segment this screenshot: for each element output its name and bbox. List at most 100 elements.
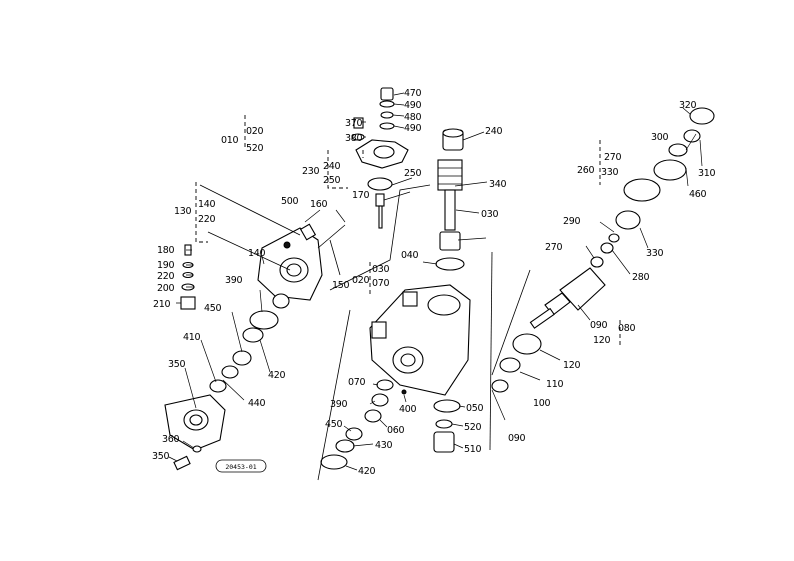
callout-110: 110 bbox=[546, 379, 563, 390]
callout-140-b: 140 bbox=[248, 248, 265, 259]
part-300-ring bbox=[668, 143, 688, 157]
housing-mount bbox=[402, 291, 418, 307]
callout-030-b: 030 bbox=[372, 264, 389, 275]
part-140-hole bbox=[283, 241, 291, 249]
callout-170: 170 bbox=[352, 190, 369, 201]
housing-top-bore bbox=[427, 294, 461, 316]
top-bolt-stack bbox=[379, 87, 395, 130]
callout-270: 270 bbox=[604, 152, 621, 163]
housing-mount-left bbox=[371, 321, 387, 339]
cover-bore-inner bbox=[286, 263, 302, 277]
leader-lines bbox=[168, 92, 703, 471]
callout-150: 150 bbox=[332, 280, 349, 291]
part-390-disc bbox=[249, 310, 279, 330]
shaft-gear bbox=[437, 159, 463, 191]
callout-480: 480 bbox=[404, 112, 421, 123]
callout-310: 310 bbox=[698, 168, 715, 179]
callout-060: 060 bbox=[387, 425, 404, 436]
lower-left-flange bbox=[164, 394, 226, 471]
callout-430: 430 bbox=[375, 440, 392, 451]
part-480-nut bbox=[380, 111, 394, 119]
callout-220: 220 bbox=[198, 214, 215, 225]
callout-140: 140 bbox=[198, 199, 215, 210]
callout-180: 180 bbox=[157, 245, 174, 256]
callout-360: 360 bbox=[162, 434, 179, 445]
callout-160: 160 bbox=[310, 199, 327, 210]
part-060-ring bbox=[364, 409, 382, 423]
callout-080: 080 bbox=[618, 323, 635, 334]
part-450-washer bbox=[345, 427, 363, 441]
right-cap-stack bbox=[590, 107, 715, 268]
callout-320: 320 bbox=[679, 100, 696, 111]
callout-250-b: 250 bbox=[404, 168, 421, 179]
callout-050: 050 bbox=[466, 403, 483, 414]
part-090-ring bbox=[491, 379, 509, 393]
part-030-bearing bbox=[439, 231, 461, 251]
part-040-seal bbox=[435, 257, 465, 271]
callout-040: 040 bbox=[401, 250, 418, 261]
callout-280: 280 bbox=[632, 272, 649, 283]
cover-boss bbox=[373, 145, 395, 159]
shaft-240 bbox=[435, 128, 465, 271]
callout-350: 350 bbox=[168, 359, 185, 370]
flange-bore-inner bbox=[189, 414, 203, 426]
part-110-disc bbox=[512, 333, 542, 355]
callout-500: 500 bbox=[281, 196, 298, 207]
callout-520: 520 bbox=[246, 143, 263, 154]
part-390-ring bbox=[371, 393, 389, 407]
callout-090: 090 bbox=[590, 320, 607, 331]
part-250-gasket bbox=[367, 177, 393, 191]
callout-370: 370 bbox=[345, 118, 362, 129]
callout-020: 020 bbox=[246, 126, 263, 137]
callout-340: 340 bbox=[489, 179, 506, 190]
part-170 bbox=[375, 193, 385, 207]
callout-020-b: 020 bbox=[352, 275, 369, 286]
callout-090-b: 090 bbox=[508, 433, 525, 444]
reference-frame bbox=[215, 459, 267, 473]
part-420-ring bbox=[242, 327, 264, 343]
callout-250: 250 bbox=[323, 175, 340, 186]
callout-490-b: 490 bbox=[404, 123, 421, 134]
callout-510: 510 bbox=[464, 444, 481, 455]
center-housing bbox=[369, 284, 471, 396]
part-460-ring bbox=[653, 159, 687, 181]
part-280-ring bbox=[600, 242, 614, 254]
part-500 bbox=[299, 223, 317, 241]
part-490-washer bbox=[379, 100, 395, 108]
top-cover-assembly bbox=[355, 139, 409, 229]
housing-side-bore-inner bbox=[400, 353, 416, 367]
shaft-body bbox=[444, 189, 456, 231]
callout-120: 120 bbox=[593, 335, 610, 346]
part-430-seal bbox=[335, 439, 355, 453]
cover-seal bbox=[272, 293, 290, 309]
part-310-ring bbox=[683, 129, 701, 143]
shaft-end bbox=[529, 307, 555, 329]
callout-450-b: 450 bbox=[325, 419, 342, 430]
callout-300: 300 bbox=[651, 132, 668, 143]
part-510-nut bbox=[433, 431, 455, 453]
callout-130: 130 bbox=[174, 206, 191, 217]
part-450-ring bbox=[232, 350, 252, 366]
callout-190: 190 bbox=[157, 260, 174, 271]
callout-420: 420 bbox=[268, 370, 285, 381]
part-330-spring bbox=[623, 178, 661, 202]
callout-490: 490 bbox=[404, 100, 421, 111]
reference-stamp: 20453-01 bbox=[215, 459, 267, 473]
part-270-ring bbox=[590, 256, 604, 268]
callout-350-b: 350 bbox=[152, 451, 169, 462]
gear-teeth bbox=[438, 167, 462, 185]
part-100-ring bbox=[499, 357, 521, 373]
callout-420-b: 420 bbox=[358, 466, 375, 477]
part-050-seal bbox=[433, 399, 461, 413]
bearing-top bbox=[442, 128, 464, 138]
callout-440: 440 bbox=[248, 398, 265, 409]
callout-200: 200 bbox=[157, 283, 174, 294]
part-470 bbox=[380, 87, 394, 101]
callout-520-b: 520 bbox=[464, 422, 481, 433]
part-320-cap bbox=[689, 107, 715, 125]
part-400-pin bbox=[401, 389, 407, 395]
callout-030: 030 bbox=[481, 209, 498, 220]
part-370 bbox=[353, 117, 364, 129]
part-420-washer bbox=[320, 454, 348, 470]
